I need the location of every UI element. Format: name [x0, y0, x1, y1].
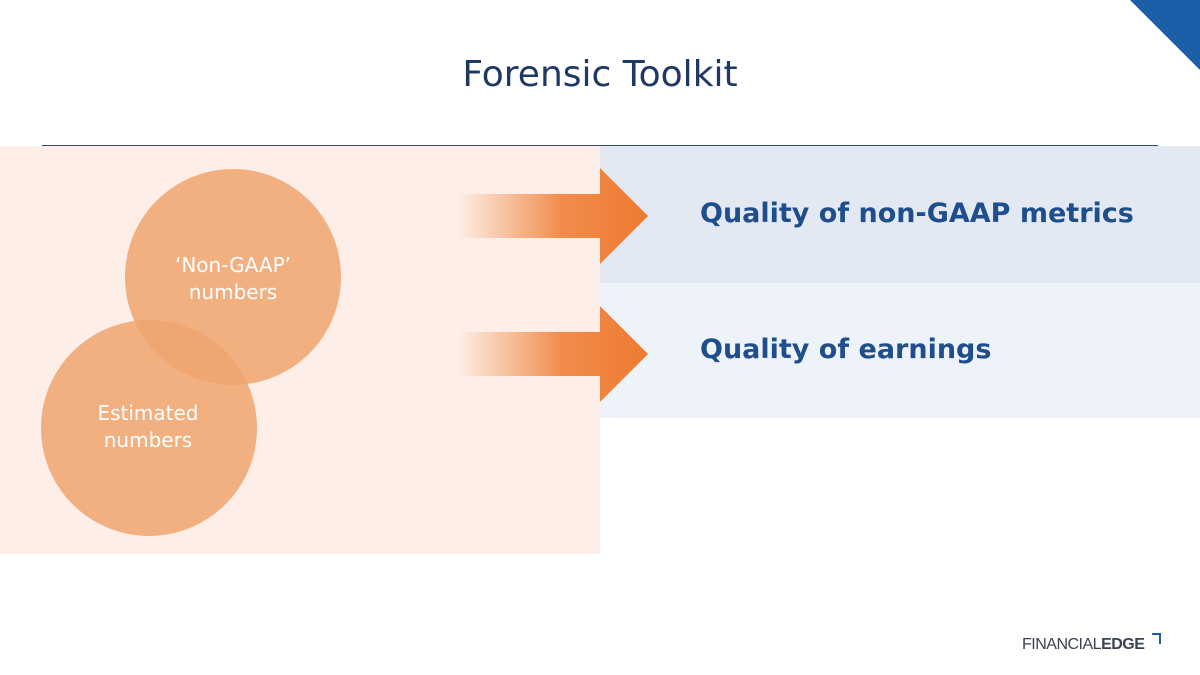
venn-label-line: Estimated — [97, 401, 199, 425]
venn-label-line: numbers — [103, 428, 193, 452]
venn-label-non-gaap: ‘Non-GAAP’ numbers — [133, 252, 333, 306]
venn-label-line: ‘Non-GAAP’ — [174, 253, 291, 277]
outcome-row-1-background — [600, 146, 1200, 283]
venn-label-estimated: Estimated numbers — [48, 400, 248, 454]
title-divider — [42, 145, 1158, 146]
venn-circle-estimated — [41, 320, 257, 536]
outcome-row-2-background — [600, 283, 1200, 418]
corner-decoration — [1130, 0, 1200, 70]
financial-edge-logo: FINANCIALEDGE — [1022, 636, 1145, 654]
arrow-icon — [458, 306, 648, 402]
venn-label-line: numbers — [188, 280, 278, 304]
logo-corner-icon — [1152, 633, 1161, 644]
slide-title: Forensic Toolkit — [462, 54, 738, 95]
logo-text-light: FINANCIAL — [1022, 636, 1102, 653]
venn-diagram — [41, 169, 341, 536]
outcome-label-earnings-quality: Quality of earnings — [700, 334, 992, 365]
outcome-label-non-gaap-quality: Quality of non-GAAP metrics — [700, 198, 1134, 229]
arrow-icon — [458, 168, 648, 264]
logo-text-bold: EDGE — [1101, 636, 1145, 653]
